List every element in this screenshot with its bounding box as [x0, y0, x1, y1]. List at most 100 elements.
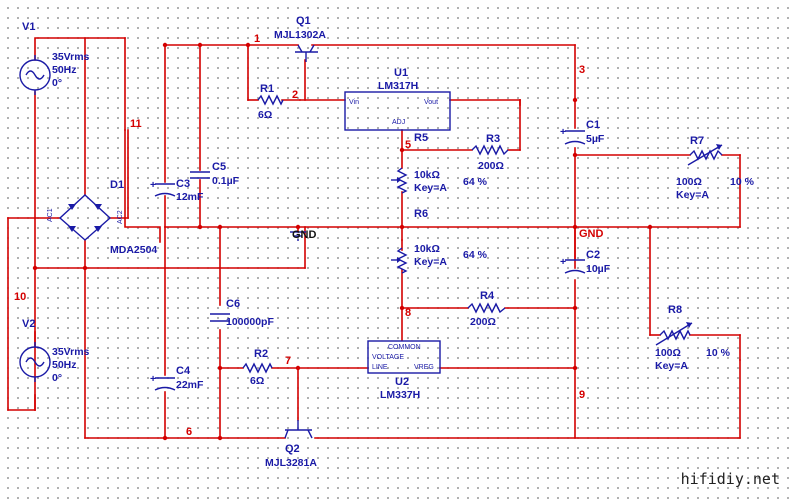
c6-ref: C6	[226, 298, 240, 310]
net-1: 1	[254, 33, 260, 45]
net-gnd: GND	[579, 228, 604, 240]
c1-value: 5µF	[586, 133, 605, 145]
r1-ref: R1	[260, 83, 274, 95]
potentiometer-r8[interactable]: R8 100Ω Key=A 10 %	[655, 304, 731, 372]
c1-polarity: +	[560, 126, 566, 138]
potentiometer-r7[interactable]: R7 100Ω Key=A 10 %	[676, 135, 755, 201]
net-7: 7	[285, 355, 291, 367]
r8-ref: R8	[668, 304, 682, 316]
c4-value: 22mF	[176, 379, 204, 391]
v1-freq: 50Hz	[52, 64, 77, 76]
u1-part: LM317H	[378, 80, 418, 92]
c6-value: 100000pF	[226, 316, 274, 328]
r4-value: 200Ω	[470, 316, 496, 328]
c5-value: 0.1µF	[212, 175, 240, 187]
resistor-r4[interactable]: R4 200Ω	[467, 290, 506, 328]
q2-ref: Q2	[285, 443, 300, 455]
capacitor-c2[interactable]: + C2 10µF	[560, 249, 611, 275]
v2-freq: 50Hz	[52, 359, 77, 371]
transistor-q1[interactable]: Q1 MJL1302A	[274, 15, 326, 62]
r6-ref: R6	[414, 208, 428, 220]
capacitor-c6[interactable]: C6 100000pF	[210, 298, 274, 328]
r8-key: Key=A	[655, 360, 688, 372]
net-6: 6	[186, 426, 192, 438]
v1-amplitude: 35Vrms	[52, 51, 90, 63]
r2-value: 6Ω	[250, 375, 264, 387]
q2-part: MJL3281A	[265, 457, 317, 469]
r5-ref: R5	[414, 132, 428, 144]
potentiometer-r5[interactable]: R5 10kΩ Key=A 64 %	[391, 132, 488, 194]
net-labels: 1 2 3 5 6 7 8 9 10 11 GND	[14, 33, 604, 438]
net-10: 10	[14, 291, 26, 303]
ac-source-v1[interactable]: V1 35Vrms 50Hz 0°	[19, 21, 90, 95]
capacitor-c4[interactable]: + C4 22mF	[150, 365, 204, 391]
transistor-q2[interactable]: Q2 MJL3281A	[265, 420, 317, 469]
q1-ref: Q1	[296, 15, 311, 27]
r1-value: 6Ω	[258, 109, 272, 121]
u1-pin-vin: Vin	[349, 99, 359, 106]
net-8: 8	[405, 307, 411, 319]
ac-source-v2[interactable]: V2 35Vrms 50Hz 0°	[19, 318, 90, 384]
r5-percent: 64 %	[463, 176, 488, 188]
ground-symbol: GND	[290, 229, 317, 241]
r6-percent: 64 %	[463, 249, 488, 261]
c4-polarity: +	[150, 373, 156, 385]
u2-ref: U2	[395, 376, 409, 388]
u1-ref: U1	[394, 67, 408, 79]
r3-value: 200Ω	[478, 160, 504, 172]
c2-ref: C2	[586, 249, 600, 261]
junctions	[32, 42, 653, 441]
r7-key: Key=A	[676, 189, 709, 201]
r2-ref: R2	[254, 348, 268, 360]
capacitor-c5[interactable]: C5 0.1µF	[190, 161, 240, 187]
net-3: 3	[579, 64, 585, 76]
c1-ref: C1	[586, 119, 600, 131]
u2-pin-vin: VOLTAGE	[372, 354, 404, 361]
r7-ref: R7	[690, 135, 704, 147]
r5-key: Key=A	[414, 182, 447, 194]
resistor-r1[interactable]: R1 6Ω	[257, 83, 284, 121]
net-11: 11	[130, 118, 142, 130]
d1-pin-ac2: AC2	[117, 210, 124, 224]
r5-value: 10kΩ	[414, 169, 440, 181]
r7-percent: 10 %	[730, 176, 755, 188]
c3-ref: C3	[176, 178, 190, 190]
u2-part: LM337H	[380, 389, 420, 401]
r8-value: 100Ω	[655, 347, 681, 359]
c3-polarity: +	[150, 179, 156, 191]
capacitor-c3[interactable]: + C3 12mF	[150, 178, 204, 203]
bridge-rectifier-d1[interactable]: AC1 AC2 D1 MDA2504	[47, 179, 157, 256]
net-5: 5	[405, 139, 411, 151]
c4-ref: C4	[176, 365, 191, 377]
capacitor-c1[interactable]: + C1 5µF	[560, 119, 605, 145]
regulator-u2[interactable]: COMMON VOLTAGE LINE VREG U2 LM337H	[367, 340, 441, 401]
v2-phase: 0°	[52, 372, 62, 384]
c2-polarity: +	[560, 256, 566, 268]
q1-part: MJL1302A	[274, 29, 326, 41]
u2-pin-vreg: VREG	[414, 364, 434, 371]
v1-ref: V1	[22, 21, 35, 33]
resistor-r2[interactable]: R2 6Ω	[242, 348, 273, 387]
wires	[7, 37, 741, 439]
v2-amplitude: 35Vrms	[52, 346, 90, 358]
net-2: 2	[292, 89, 298, 101]
r4-ref: R4	[480, 290, 495, 302]
v2-ref: V2	[22, 318, 35, 330]
c2-value: 10µF	[586, 263, 611, 275]
net-9: 9	[579, 389, 585, 401]
d1-part: MDA2504	[110, 244, 157, 256]
r7-value: 100Ω	[676, 176, 702, 188]
potentiometer-r6[interactable]: R6 10kΩ Key=A 64 %	[391, 208, 488, 274]
r8-percent: 10 %	[706, 347, 731, 359]
ground-label: GND	[292, 229, 317, 241]
resistor-r3[interactable]: R3 200Ω	[471, 133, 509, 172]
d1-pin-ac1: AC1	[47, 208, 54, 222]
u1-pin-vout: Vout	[424, 99, 438, 106]
watermark: hifidiy.net	[680, 470, 780, 488]
regulator-u1[interactable]: Vin Vout ADJ U1 LM317H	[344, 67, 451, 131]
u1-pin-adj: ADJ	[392, 119, 405, 126]
u2-pin-common: COMMON	[388, 344, 421, 351]
r3-ref: R3	[486, 133, 500, 145]
